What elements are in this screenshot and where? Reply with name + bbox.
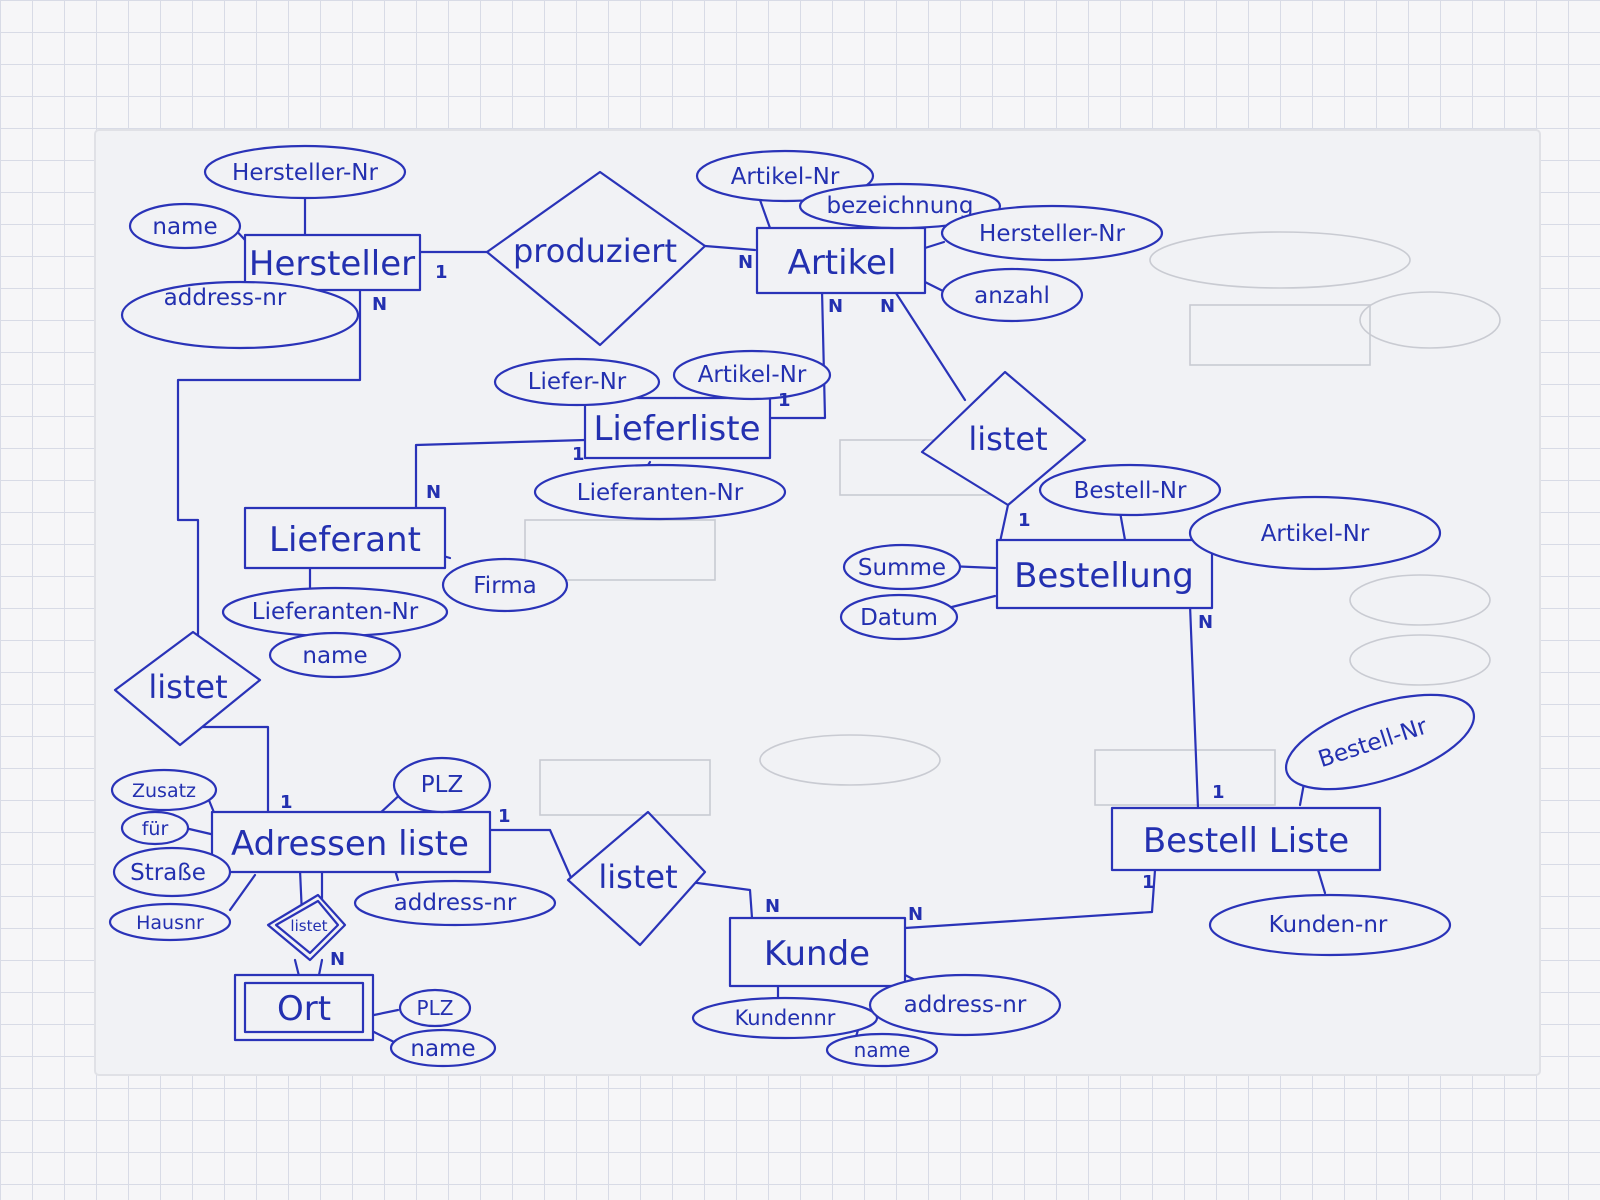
attributes-artikel: Artikel-Nr bezeichnung Hersteller-Nr anz…	[695, 149, 1164, 323]
relationship-produziert: produziert	[485, 170, 707, 347]
attributes-bestellung: Bestell-Nr Artikel-Nr Summe Datum	[839, 463, 1442, 641]
entity-lieferliste: Lieferliste	[583, 396, 772, 460]
relationship-label: produziert	[513, 232, 677, 270]
cardinality-label: N	[880, 296, 895, 317]
cardinality-label: 1	[435, 262, 448, 283]
cardinality-label: 1	[778, 390, 791, 411]
attribute-label: name	[854, 1038, 911, 1062]
attribute-label: Bestell-Nr	[1074, 478, 1187, 504]
attribute-label: Summe	[858, 555, 946, 581]
attribute-label: für	[142, 818, 169, 840]
attribute-label: anzahl	[974, 283, 1050, 309]
entity-bestellliste: Bestell Liste	[1110, 806, 1382, 872]
attribute-label: address-nr	[904, 992, 1027, 1018]
cardinality-label: N	[828, 296, 843, 317]
cardinality-label: N	[1198, 612, 1213, 633]
attribute-label: name	[152, 214, 217, 240]
attribute-label: Hersteller-Nr	[979, 221, 1125, 247]
relationship-listet-artikel-bestellung: listet	[920, 370, 1087, 507]
attribute-label: name	[410, 1036, 475, 1062]
cardinality-label: 1	[498, 806, 511, 827]
entity-label: Bestellung	[1014, 556, 1194, 596]
attribute-label: Lieferanten-Nr	[252, 599, 419, 625]
attribute-label: Zusatz	[132, 780, 196, 802]
attributes-hersteller: Hersteller-Nr name address-nr	[120, 144, 407, 350]
cardinality-label: N	[330, 949, 345, 970]
entity-bestellung: Bestellung	[995, 538, 1214, 610]
attributes-kunde: Kundennr address-nr name	[691, 973, 1062, 1068]
attributes-adressenliste: Zusatz für Straße Hausnr PLZ address-nr	[108, 756, 557, 942]
entity-label: Lieferliste	[593, 409, 760, 449]
entity-label: Lieferant	[269, 520, 421, 560]
cardinality-label: 1	[1212, 782, 1225, 803]
attribute-label: Kunden-nr	[1269, 912, 1388, 938]
relationship-listet-adressen-kunde: listet	[566, 810, 707, 947]
attribute-label: address-nr	[164, 285, 287, 311]
relationship-listet-hersteller-adressen: listet	[113, 630, 262, 747]
attribute-label: Liefer-Nr	[528, 369, 627, 395]
attribute-label: Kundennr	[735, 1006, 836, 1030]
entity-label: Ort	[277, 989, 331, 1029]
attributes-bestellliste: Bestell-Nr Kunden-nr	[1208, 693, 1476, 957]
attribute-label: Lieferanten-Nr	[577, 480, 744, 506]
attributes-lieferliste: Liefer-Nr Artikel-Nr Lieferanten-Nr	[493, 349, 832, 521]
entity-label: Artikel	[788, 243, 897, 283]
attribute-label: PLZ	[417, 996, 454, 1020]
cardinality-label: N	[372, 294, 387, 315]
cardinality-label: 1	[572, 444, 585, 465]
cardinality-label: N	[738, 252, 753, 273]
attributes-ort: PLZ name	[389, 988, 497, 1068]
entity-adressenliste: Adressen liste	[210, 810, 492, 874]
relationship-label: listet	[148, 668, 227, 706]
attribute-label: Artikel-Nr	[731, 164, 840, 190]
entity-label: Adressen liste	[231, 824, 469, 864]
attribute-label: PLZ	[421, 772, 463, 798]
relationship-label: listet	[290, 917, 327, 935]
attribute-label: bezeichnung	[827, 193, 974, 219]
relationship-label: listet	[968, 420, 1047, 458]
cardinality-label: 1	[1142, 872, 1155, 893]
relationship-label: listet	[598, 858, 677, 896]
entity-ort: Ort	[233, 973, 375, 1042]
attribute-label: Hausnr	[136, 912, 204, 934]
attribute-label: address-nr	[394, 890, 517, 916]
cardinality-label: N	[908, 904, 923, 925]
entity-artikel: Artikel	[755, 226, 927, 295]
attribute-label: Artikel-Nr	[698, 362, 807, 388]
entity-label: Bestell Liste	[1143, 821, 1349, 861]
cardinality-label: 1	[1018, 510, 1031, 531]
attributes-lieferant: Firma Lieferanten-Nr name	[221, 557, 569, 679]
entity-label: Hersteller	[249, 244, 415, 284]
attribute-label: Datum	[860, 605, 938, 631]
entity-kunde: Kunde	[728, 916, 907, 988]
entity-hersteller: Hersteller	[243, 233, 422, 292]
attribute-label: Firma	[473, 573, 537, 599]
cardinality-label: N	[765, 896, 780, 917]
attribute-label: Artikel-Nr	[1261, 521, 1370, 547]
attribute-label: name	[302, 643, 367, 669]
entity-label: Kunde	[764, 934, 870, 974]
cardinality-label: N	[426, 482, 441, 503]
relationship-listet-ort: listet	[266, 893, 347, 962]
cardinality-marks: 1 N N N N 1 1 N 1 N 1 1 N N 1 1 N	[280, 252, 1225, 970]
attribute-label: Hersteller-Nr	[232, 160, 378, 186]
ghost-sketch	[524, 231, 1501, 816]
cardinality-label: 1	[280, 792, 293, 813]
attribute-label: Straße	[130, 860, 206, 886]
entity-lieferant: Lieferant	[243, 506, 447, 570]
